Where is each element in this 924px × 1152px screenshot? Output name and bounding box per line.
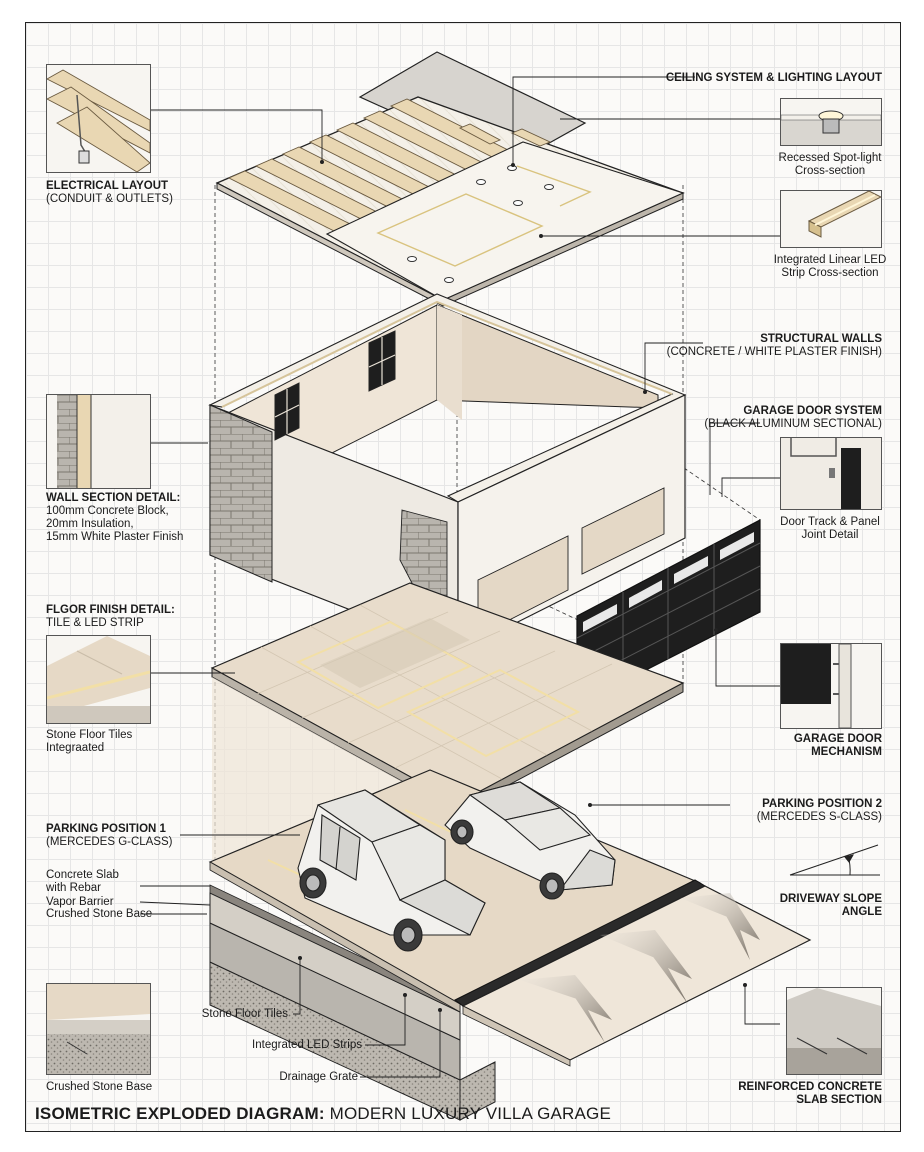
slab-label: Concrete Slab with Rebar (46, 869, 166, 895)
stone-floor-bottom-label: Stone Floor Tiles (150, 1008, 288, 1021)
led-strip-label: Integrated Linear LED Strip Cross-sectio… (760, 254, 900, 280)
parking-1-label: PARKING POSITION 1 (MERCEDES G-CLASS) (46, 823, 216, 849)
reinforced-line1: REINFORCED CONCRETE (738, 1081, 882, 1093)
floor-finish-sub: TILE & LED STRIP (46, 617, 144, 629)
walls-title: STRUCTURAL WALLS (760, 333, 882, 345)
drain-label: Drainage Grate (230, 1071, 358, 1084)
diagram-title: ISOMETRIC EXPLODED DIAGRAM: MODERN LUXUR… (35, 1104, 611, 1124)
led-strip-line1: Integrated Linear LED (773, 254, 887, 266)
vapor-label: Vapor Barrier (46, 896, 166, 909)
stone-tiles-line2: Integraated (46, 742, 105, 754)
door-track-icon (780, 437, 882, 510)
parking-2-sub: (MERCEDES S-CLASS) (756, 811, 882, 823)
wall-section-icon (46, 394, 151, 489)
led-bottom-text: Integrated LED Strips (252, 1039, 362, 1051)
stone-floor-bottom-text: Stone Floor Tiles (201, 1008, 288, 1020)
garage-door-title: GARAGE DOOR SYSTEM (743, 405, 882, 417)
reinforced-label: REINFORCED CONCRETE SLAB SECTION (720, 1081, 882, 1107)
led-strip-icon (780, 190, 882, 248)
spotlight-line1: Recessed Spot-light (778, 152, 882, 164)
electrical-layout-icon (46, 64, 151, 173)
spotlight-label: Recessed Spot-light Cross-section (760, 152, 900, 178)
door-mech-line1: GARAGE DOOR (793, 733, 882, 745)
walls-sub: (CONCRETE / WHITE PLASTER FINISH) (666, 346, 882, 358)
electrical-label: ELECTRICAL LAYOUT (CONDUIT & OUTLETS) (46, 180, 246, 206)
spotlight-icon (780, 98, 882, 146)
door-mechanism-label: GARAGE DOOR MECHANISM (740, 733, 882, 759)
crushed-label: Crushed Stone Base (46, 908, 166, 921)
stone-tiles-label: Stone Floor Tiles Integraated (46, 729, 196, 755)
slope-label: DRIVEWAY SLOPE ANGLE (760, 893, 882, 919)
crushed-thumb-label: Crushed Stone Base (46, 1081, 176, 1094)
electrical-title: ELECTRICAL LAYOUT (46, 180, 169, 192)
parking-1-title: PARKING POSITION 1 (46, 823, 166, 835)
floor-finish-label: FLGOR FINISH DETAIL: TILE & LED STRIP (46, 604, 216, 630)
wall-section-line4: 15mm White Plaster Finish (46, 531, 184, 543)
leader-lines (139, 76, 780, 1078)
spotlight-line2: Cross-section (794, 165, 866, 177)
g-class-car (297, 789, 486, 952)
door-mech-line2: MECHANISM (811, 746, 882, 758)
slab-line2: with Rebar (46, 882, 101, 894)
slope-line1: DRIVEWAY SLOPE (779, 893, 882, 905)
crushed-thumb-text: Crushed Stone Base (46, 1081, 153, 1093)
door-mechanism-icon (780, 643, 882, 729)
floor-finish-title: FLGOR FINISH DETAIL: (46, 604, 175, 616)
led-bottom-label: Integrated LED Strips (200, 1039, 362, 1052)
wall-section-title: WALL SECTION DETAIL: (46, 492, 181, 504)
floor-tile-icon (46, 635, 151, 724)
ceiling-label: CEILING SYSTEM & LIGHTING LAYOUT (560, 72, 882, 85)
garage-door-sub: (BLACK ALUMINUM SECTIONAL) (704, 418, 882, 430)
parking-2-title: PARKING POSITION 2 (762, 798, 882, 810)
stone-tiles-line1: Stone Floor Tiles (46, 729, 133, 741)
concrete-slab-icon (786, 987, 882, 1075)
wall-section-line2: 100mm Concrete Block, (46, 505, 169, 517)
parking-2-label: PARKING POSITION 2 (MERCEDES S-CLASS) (700, 798, 882, 824)
diagram-title-bold: ISOMETRIC EXPLODED DIAGRAM: (35, 1104, 325, 1123)
garage-door-panel (576, 519, 761, 706)
slope-angle-icon (789, 844, 880, 876)
wall-section-line3: 20mm Insulation, (46, 518, 134, 530)
drain-text: Drainage Grate (279, 1071, 358, 1083)
parking-1-sub: (MERCEDES G-CLASS) (46, 836, 173, 848)
ceiling-title: CEILING SYSTEM & LIGHTING LAYOUT (665, 72, 882, 84)
door-track-line2: Joint Detail (801, 529, 859, 541)
reinforced-line2: SLAB SECTION (796, 1094, 882, 1106)
garage-door-label: GARAGE DOOR SYSTEM (BLACK ALUMINUM SECTI… (660, 405, 882, 431)
wall-section-label: WALL SECTION DETAIL: 100mm Concrete Bloc… (46, 492, 216, 544)
walls-label: STRUCTURAL WALLS (CONCRETE / WHITE PLAST… (640, 333, 882, 359)
diagram-title-rest: MODERN LUXURY VILLA GARAGE (329, 1104, 612, 1123)
led-strip-line2: Strip Cross-section (781, 267, 879, 279)
slope-line2: ANGLE (841, 906, 882, 918)
ceiling-layer (215, 51, 685, 307)
door-track-line1: Door Track & Panel (780, 516, 880, 528)
vapor-text: Vapor Barrier (46, 896, 114, 908)
s-class-car (444, 781, 616, 900)
slab-line1: Concrete Slab (46, 869, 119, 881)
crushed-stone-icon (46, 983, 151, 1075)
door-track-label: Door Track & Panel Joint Detail (770, 516, 890, 542)
crushed-text: Crushed Stone Base (46, 908, 153, 920)
electrical-sub: (CONDUIT & OUTLETS) (46, 193, 173, 205)
